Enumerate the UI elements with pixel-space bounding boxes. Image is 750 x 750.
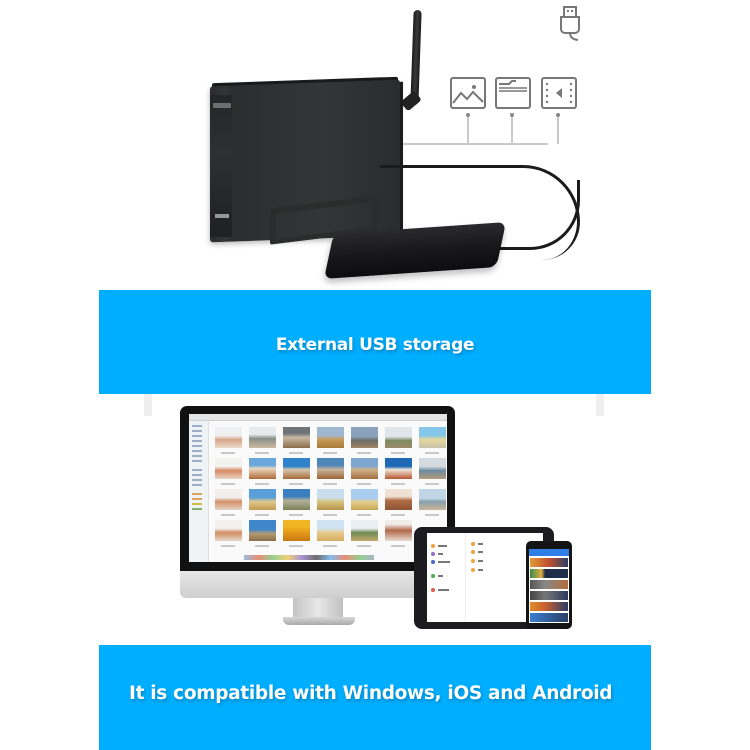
banner-title: External USB storage	[275, 335, 475, 355]
product-hero	[0, 0, 750, 290]
folder-icon	[495, 77, 531, 109]
window-titlebar	[189, 414, 447, 421]
feature-banner-compatibility: It is compatible with Windows, iOS and A…	[99, 645, 651, 750]
feature-banner-usb-storage: External USB storage	[99, 290, 651, 394]
banner-title: It is compatible with Windows, iOS and A…	[129, 683, 613, 704]
connector-dot	[466, 113, 470, 117]
monitor-stand-foot	[283, 617, 355, 625]
file-browser-sidebar	[189, 421, 209, 562]
banner-post	[596, 394, 604, 416]
dock	[244, 555, 374, 560]
monitor-stand-neck	[293, 598, 343, 618]
desktop-screen	[189, 414, 447, 562]
app-toolbar	[529, 549, 569, 556]
tablet-screen	[427, 533, 543, 622]
connector-line	[511, 114, 513, 144]
connector-dot	[556, 113, 560, 117]
banner-post	[144, 394, 152, 416]
photo-thumbnail-grid	[215, 427, 446, 547]
enclosure-front-panel	[210, 95, 232, 237]
usb-cable	[380, 165, 580, 260]
usb-plug-icon	[560, 6, 580, 41]
connector-line	[467, 114, 469, 144]
connector-dot	[510, 113, 514, 117]
video-icon	[541, 77, 577, 109]
image-icon	[450, 77, 486, 109]
smartphone-screen	[529, 549, 569, 623]
connector-line	[403, 143, 548, 145]
monitor-chin	[180, 571, 455, 598]
connector-line	[557, 114, 559, 144]
enclosure-logo	[213, 103, 231, 108]
enclosure-brand-mark	[215, 214, 229, 218]
